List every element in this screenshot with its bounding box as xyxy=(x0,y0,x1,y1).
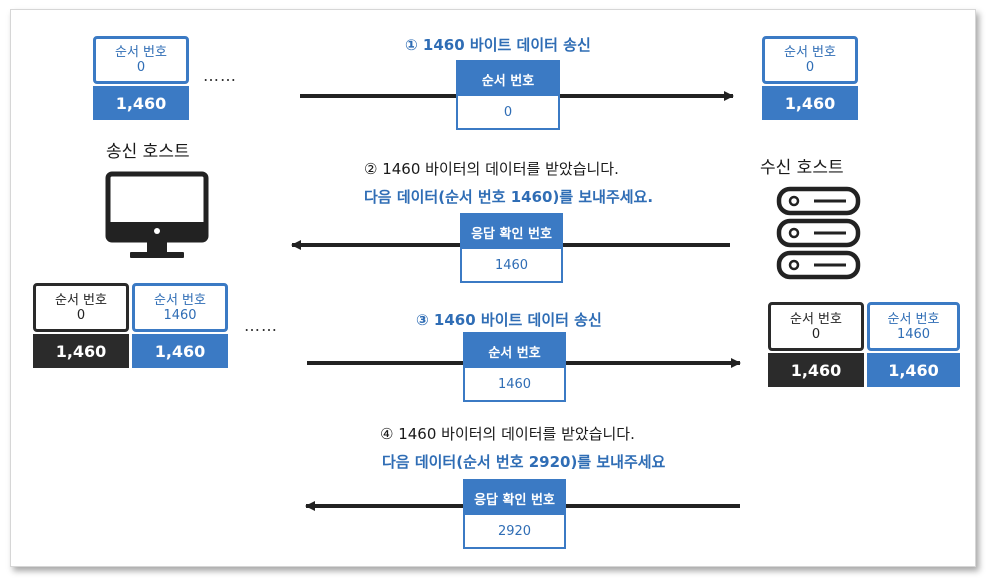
seq-value: 1460 xyxy=(163,307,197,323)
step2-caption-line2: 다음 데이터(순서 번호 1460)를 보내주세요. xyxy=(364,188,654,206)
sender-title: 송신 호스트 xyxy=(106,142,190,162)
step1-packet: 순서 번호 0 xyxy=(456,60,560,130)
packet-value: 1460 xyxy=(494,257,529,273)
seq-value: 0 xyxy=(805,60,815,75)
receiver-seg1-seq-box: 순서 번호 0 xyxy=(768,302,864,351)
seq-label: 순서 번호 xyxy=(790,311,842,327)
sender-top-size: 1,460 xyxy=(93,86,189,120)
packet-value: 0 xyxy=(503,104,513,120)
receiver-seg1-size: 1,460 xyxy=(768,353,864,387)
sender-seg1-seq-box: 순서 번호 0 xyxy=(33,283,129,332)
sender-top-seq-box: 순서 번호 0 xyxy=(93,36,189,84)
packet-header: 응답 확인 번호 xyxy=(465,481,564,515)
seq-label: 순서 번호 xyxy=(55,292,107,308)
packet-header: 순서 번호 xyxy=(465,334,564,368)
sender-seg1-size: 1,460 xyxy=(33,334,129,368)
packet-value: 1460 xyxy=(497,376,532,392)
seq-label: 순서 번호 xyxy=(784,45,836,60)
step4-caption-line2: 다음 데이터(순서 번호 2920)를 보내주세요 xyxy=(382,453,666,471)
receiver-seg2-size: 1,460 xyxy=(867,353,960,387)
receiver-seg2-seq-box: 순서 번호 1460 xyxy=(867,302,960,351)
step1-caption: ① 1460 바이트 데이터 송신 xyxy=(405,36,591,54)
sender-seg2-size: 1,460 xyxy=(132,334,228,368)
seq-value: 0 xyxy=(76,307,86,323)
seq-value: 1460 xyxy=(896,326,931,342)
sender-top-dots: …… xyxy=(203,66,237,85)
packet-value: 2920 xyxy=(497,523,532,539)
receiver-top-seq-box: 순서 번호 0 xyxy=(762,36,858,84)
seq-value: 0 xyxy=(136,60,146,75)
sender-seg2-seq-box: 순서 번호 1460 xyxy=(132,283,228,332)
step3-caption: ③ 1460 바이트 데이터 송신 xyxy=(416,311,602,329)
step2-caption-line1: ② 1460 바이터의 데이터를 받았습니다. xyxy=(364,160,619,178)
seq-value: 0 xyxy=(811,326,821,342)
packet-header: 응답 확인 번호 xyxy=(462,215,561,249)
seq-label: 순서 번호 xyxy=(887,311,940,327)
step4-packet: 응답 확인 번호 2920 xyxy=(463,479,566,549)
step2-packet: 응답 확인 번호 1460 xyxy=(460,213,563,283)
receiver-top-size: 1,460 xyxy=(762,86,858,120)
packet-header: 순서 번호 xyxy=(458,62,558,96)
step3-packet: 순서 번호 1460 xyxy=(463,332,566,402)
seq-label: 순서 번호 xyxy=(154,292,206,308)
seq-label: 순서 번호 xyxy=(115,45,167,60)
receiver-title: 수신 호스트 xyxy=(760,158,844,178)
step4-caption-line1: ④ 1460 바이터의 데이터를 받았습니다. xyxy=(380,425,635,443)
sender-seg-dots: …… xyxy=(244,316,278,335)
